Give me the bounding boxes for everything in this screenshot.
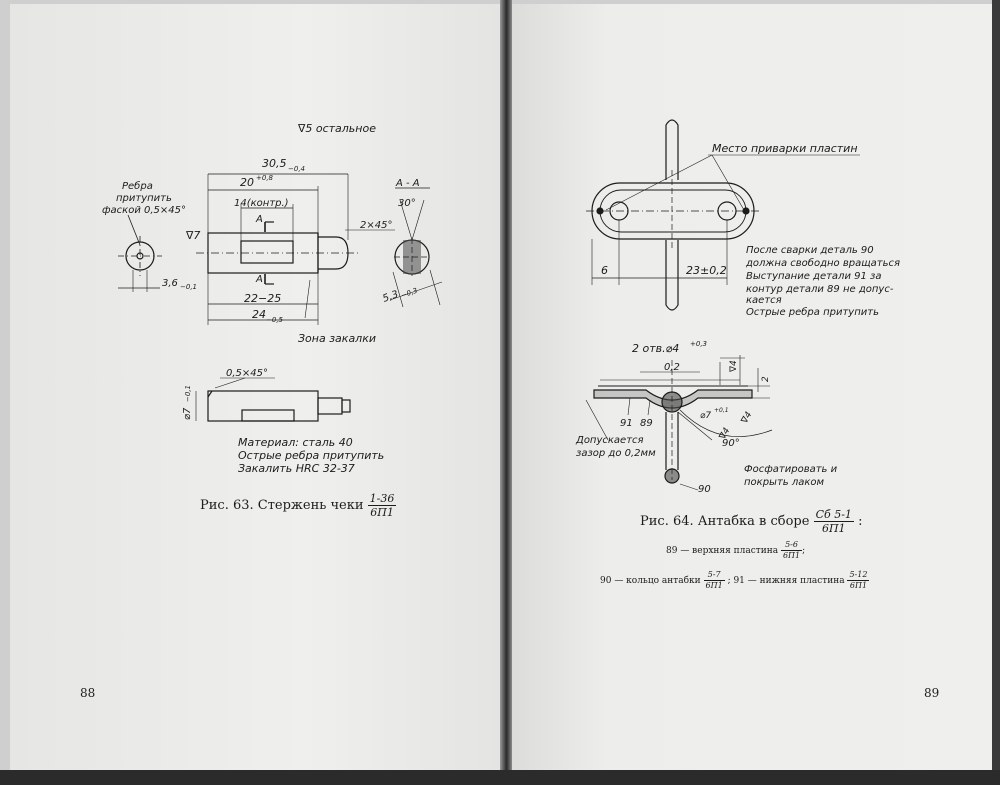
finish-note-1: Фосфатировать и xyxy=(744,464,838,475)
dim-3-6: 3,6 xyxy=(162,278,178,289)
right-page xyxy=(510,4,992,772)
dim-6: 6 xyxy=(601,264,608,277)
book-gutter xyxy=(500,0,512,785)
figure-63-frac-den: 6П1 xyxy=(370,506,394,519)
angle-30: 30° xyxy=(398,198,416,209)
dim-5-3: 5,3 xyxy=(381,289,400,305)
chamfer-2x45: 2×45° xyxy=(360,220,392,231)
material-note-3: Закалить HRC 32-37 xyxy=(238,462,355,475)
material-note-1: Материал: сталь 40 xyxy=(238,436,353,449)
surface-note: ∇5 остальное xyxy=(297,122,376,135)
material-note-2: Острые ребра притупить xyxy=(238,449,384,462)
gap-note-1: Допускается xyxy=(575,435,644,446)
figure-64-caption-fraction: Сб 5-1 6П1 xyxy=(813,508,854,535)
rod-slot xyxy=(240,240,294,264)
legend-line-2: 90 — кольцо антабки 5-7 6П1 ; 91 — нижня… xyxy=(600,570,870,591)
chamfer-05: 0,5×45° xyxy=(226,368,268,379)
dim-24-tol: −0,5 xyxy=(266,316,284,324)
surface-7: ∇7 xyxy=(185,229,200,242)
edge-note-line1: Ребра xyxy=(122,180,153,192)
hardening-zone: Зона закалки xyxy=(298,332,376,345)
figure-64-caption: Рис. 64. Антабка в сборе Сб 5-1 6П1 : xyxy=(640,508,862,535)
weld-note-3: Выступание детали 91 за xyxy=(746,271,881,282)
legend-89-text: 89 — верхняя пластина xyxy=(666,546,779,556)
section-a-top: А xyxy=(255,214,263,225)
dim-20: 20 xyxy=(240,176,254,189)
dim-3-6-tol: −0,1 xyxy=(180,283,197,291)
legend-91-den: 6П1 xyxy=(849,581,868,590)
dim-d7: ⌀7 xyxy=(182,407,193,420)
dim-d4-c: ∇4 xyxy=(739,410,754,426)
holes-label: 2 отв.⌀4 xyxy=(632,342,679,355)
left-page xyxy=(10,4,502,772)
figure-64-caption-text: Рис. 64. Антабка в сборе xyxy=(640,514,810,529)
weld-note-4: контур детали 89 не допус- xyxy=(746,284,894,295)
weld-note-2: должна свободно вращаться xyxy=(745,257,900,269)
dim-2: 2 xyxy=(761,376,771,382)
legend-90-den: 6П1 xyxy=(705,581,723,590)
dim-d7-right: ⌀7 xyxy=(700,411,711,421)
dim-22-25: 22−25 xyxy=(244,292,281,305)
gap-note-2: зазор до 0,2мм xyxy=(576,448,656,459)
dim-23: 23±0,2 xyxy=(686,264,727,277)
pos-91: 91 xyxy=(620,418,633,429)
section-aa-label: А - А xyxy=(395,178,420,189)
pos-89: 89 xyxy=(640,418,653,429)
section-a-bottom: А xyxy=(255,274,263,285)
pos-90: 90 xyxy=(698,484,711,495)
dim-0-2: 0,2 xyxy=(664,362,680,373)
weld-place: Место приварки пластин xyxy=(712,142,858,155)
ring-bottom xyxy=(665,240,679,311)
figure-63-caption-text: Рис. 63. Стержень чеки xyxy=(200,498,364,513)
finish-note-2: покрыть лаком xyxy=(744,477,825,488)
legend-89-fraction: 5-6 6П1 xyxy=(780,540,803,561)
edge-note-line3: фаской 0,5×45° xyxy=(102,205,186,216)
page-number-right: 89 xyxy=(924,686,940,700)
figure-64-caption-suffix: : xyxy=(858,514,863,529)
weld-note-5: кается xyxy=(746,295,782,306)
legend-90-num: 5-7 xyxy=(703,570,725,581)
rod-lower-view xyxy=(207,390,319,422)
dim-30-5: 30,5 xyxy=(262,157,287,170)
dim-d4: ∇4 xyxy=(729,360,739,373)
legend-90-text: 90 — кольцо антабки xyxy=(600,576,701,586)
legend-line-1: 89 — верхняя пластина 5-6 6П1 ; xyxy=(666,540,805,561)
legend-91-num: 5-12 xyxy=(847,570,870,581)
figure-63-caption: Рис. 63. Стержень чеки 1-36 6П1 xyxy=(200,492,397,519)
dim-d7-tol: −0,1 xyxy=(184,385,192,402)
dim-24: 24 xyxy=(252,308,266,321)
legend-91-fraction: 5-12 6П1 xyxy=(847,570,870,591)
page-number-left: 88 xyxy=(80,686,96,700)
scan-bottom-shadow xyxy=(0,770,1000,785)
figure-63-frac-num: 1-36 xyxy=(367,492,397,506)
legend-91-text: ; 91 — нижняя пластина xyxy=(727,576,845,586)
edge-note-line2: притупить xyxy=(116,193,172,204)
figure-63-caption-fraction: 1-36 6П1 xyxy=(367,492,397,519)
scan-edge xyxy=(992,0,1000,785)
legend-89-num: 5-6 xyxy=(780,540,803,551)
dim-30-5-tol: −0,4 xyxy=(288,165,305,173)
dim-d7-right-tol: +0,1 xyxy=(714,407,729,414)
weld-note-1: После сварки деталь 90 xyxy=(746,245,874,256)
legend-90-fraction: 5-7 6П1 xyxy=(703,570,725,591)
angle-90: 90° xyxy=(722,438,740,449)
dim-5-3-tol: −0,3 xyxy=(400,287,419,300)
figure-64-frac-num: Сб 5-1 xyxy=(813,508,854,522)
figure-64-frac-den: 6П1 xyxy=(821,522,846,535)
holes-tol: +0,3 xyxy=(690,340,707,348)
legend-89-den: 6П1 xyxy=(782,551,801,560)
weld-note-6: Острые ребра притупить xyxy=(746,306,879,318)
dim-14: 14(контр.) xyxy=(234,198,289,209)
legend-89-suffix: ; xyxy=(802,546,806,556)
dim-20-tol: +0,8 xyxy=(256,174,274,182)
ring-top xyxy=(665,119,679,180)
